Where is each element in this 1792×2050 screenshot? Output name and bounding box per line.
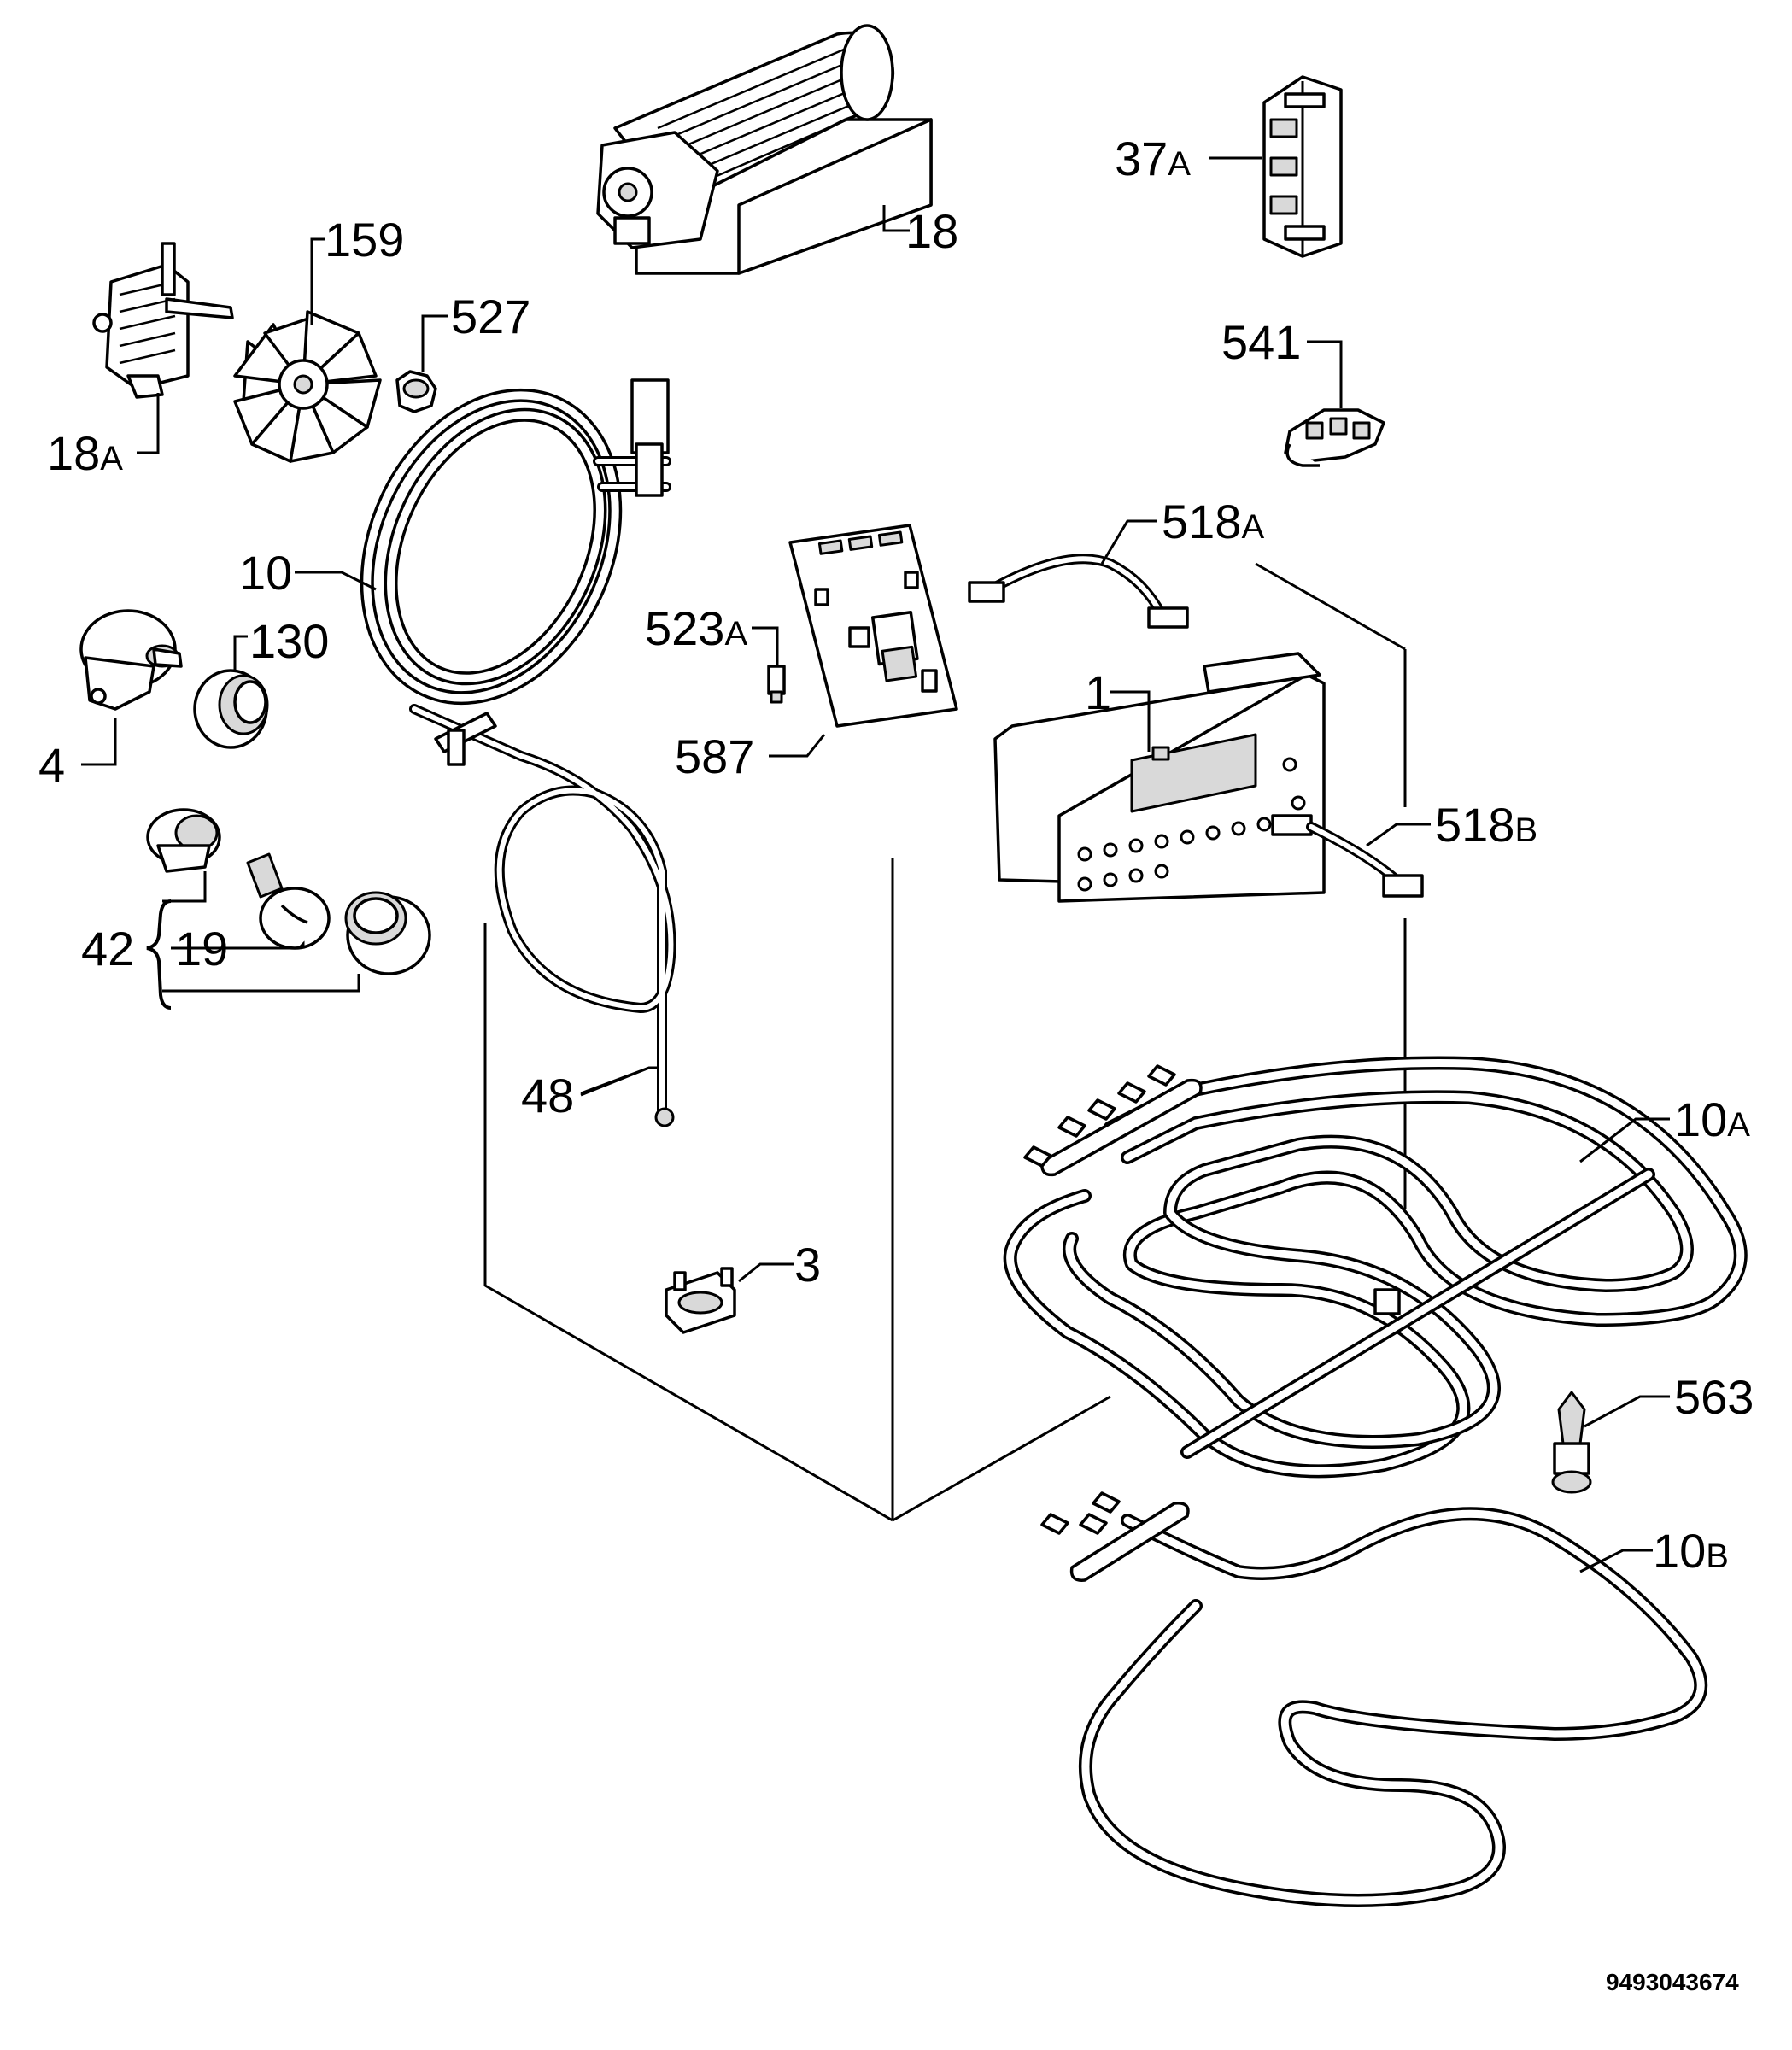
- control-pcb-part-587: [788, 524, 958, 728]
- sensor-plug-part-523a: [767, 665, 786, 704]
- thermal-cutout-part-3: [665, 1267, 736, 1334]
- label-4: 4: [38, 738, 65, 792]
- bottom-heating-element-part-10b: [1040, 1491, 1708, 1907]
- top-heating-element-part-10a: [1003, 1056, 1748, 1479]
- lamp-cover: [344, 891, 431, 975]
- label-159: 159: [325, 213, 404, 266]
- label-37a: 37A: [1115, 132, 1191, 185]
- connector-part-541: [1284, 408, 1385, 467]
- terminal-block-part-37a: [1262, 75, 1343, 258]
- control-panel-part-1: [993, 652, 1326, 903]
- label-18: 18: [905, 204, 958, 258]
- lamp-holder: [146, 808, 221, 873]
- fan-blade-part-159: [233, 310, 382, 463]
- label-523a: 523A: [645, 601, 747, 655]
- label-10b: 10B: [1653, 1524, 1729, 1578]
- label-10: 10: [239, 546, 292, 600]
- label-518b: 518B: [1435, 798, 1537, 852]
- motor-part-4: [79, 609, 183, 711]
- wiring-harness-part-518b: [1271, 814, 1424, 898]
- label-18a: 18A: [47, 426, 123, 480]
- label-42: 42: [81, 922, 134, 975]
- label-19: 19: [175, 922, 228, 975]
- lamp-bulb-part-19: [246, 852, 331, 950]
- wiring-harness-part-518a: [968, 554, 1189, 629]
- label-527: 527: [451, 290, 530, 343]
- nut-part-527: [395, 370, 437, 413]
- label-541: 541: [1221, 315, 1301, 369]
- diagram-reference-number: 9493043674: [1606, 1969, 1739, 1995]
- fan-motor-part-18a: [92, 242, 234, 399]
- label-587: 587: [675, 729, 754, 783]
- label-48: 48: [521, 1069, 574, 1122]
- label-518a: 518A: [1162, 495, 1264, 548]
- tangential-fan-part-18: [596, 24, 933, 275]
- oven-cavity-outline: [483, 562, 1407, 1522]
- label-10a: 10A: [1674, 1092, 1750, 1146]
- label-1: 1: [1085, 665, 1111, 719]
- temperature-probe-part-48: [409, 704, 676, 1128]
- label-3: 3: [794, 1238, 821, 1292]
- lamp-socket-part-563: [1551, 1391, 1592, 1494]
- label-563: 563: [1674, 1370, 1754, 1424]
- circular-heating-element-part-10: [360, 378, 671, 706]
- label-130: 130: [249, 614, 329, 668]
- seal-ring-part-130: [193, 669, 269, 749]
